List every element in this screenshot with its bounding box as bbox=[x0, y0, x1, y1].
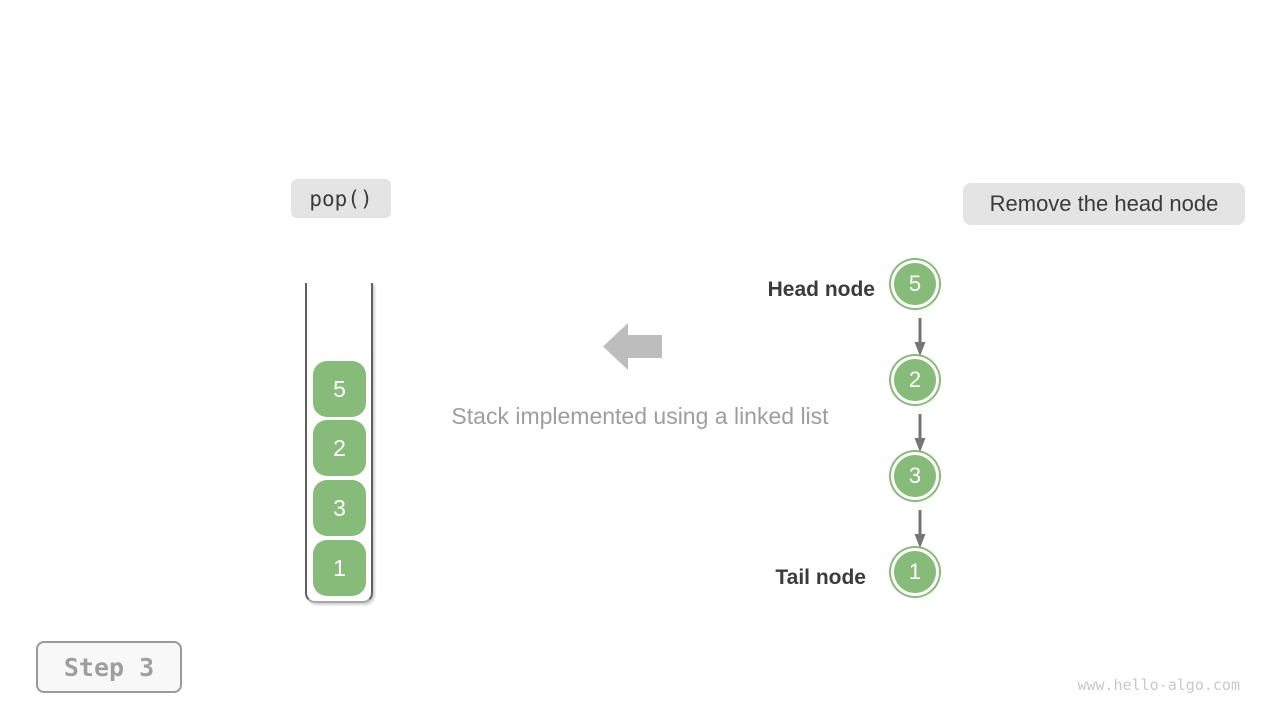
pop-operation-label: pop() bbox=[291, 179, 391, 218]
linked-list-node: 5 bbox=[891, 260, 939, 308]
stack-item: 1 bbox=[313, 540, 366, 596]
down-arrow-icon bbox=[914, 510, 926, 548]
linked-list-node: 1 bbox=[891, 548, 939, 596]
step-indicator-text: Step 3 bbox=[63, 652, 155, 682]
annotation-text: Remove the head node bbox=[989, 191, 1219, 216]
stack-item: 2 bbox=[313, 420, 366, 476]
annotation-box: Remove the head node bbox=[963, 183, 1245, 225]
step-indicator: Step 3 bbox=[36, 641, 182, 693]
head-node-label: Head node bbox=[767, 278, 875, 301]
left-arrow-icon bbox=[603, 323, 662, 370]
stack-item: 5 bbox=[313, 361, 366, 417]
stack-item: 3 bbox=[313, 480, 366, 536]
stack-container bbox=[305, 283, 373, 603]
linked-list-node: 3 bbox=[891, 452, 939, 500]
pop-operation-text: pop() bbox=[309, 186, 373, 211]
tail-node-label: Tail node bbox=[775, 566, 866, 589]
watermark-text: www.hello-algo.com bbox=[1077, 676, 1240, 694]
down-arrow-icon bbox=[914, 318, 926, 356]
down-arrow-icon bbox=[914, 414, 926, 452]
caption-text: Stack implemented using a linked list bbox=[451, 403, 829, 429]
linked-list-node: 2 bbox=[891, 356, 939, 404]
